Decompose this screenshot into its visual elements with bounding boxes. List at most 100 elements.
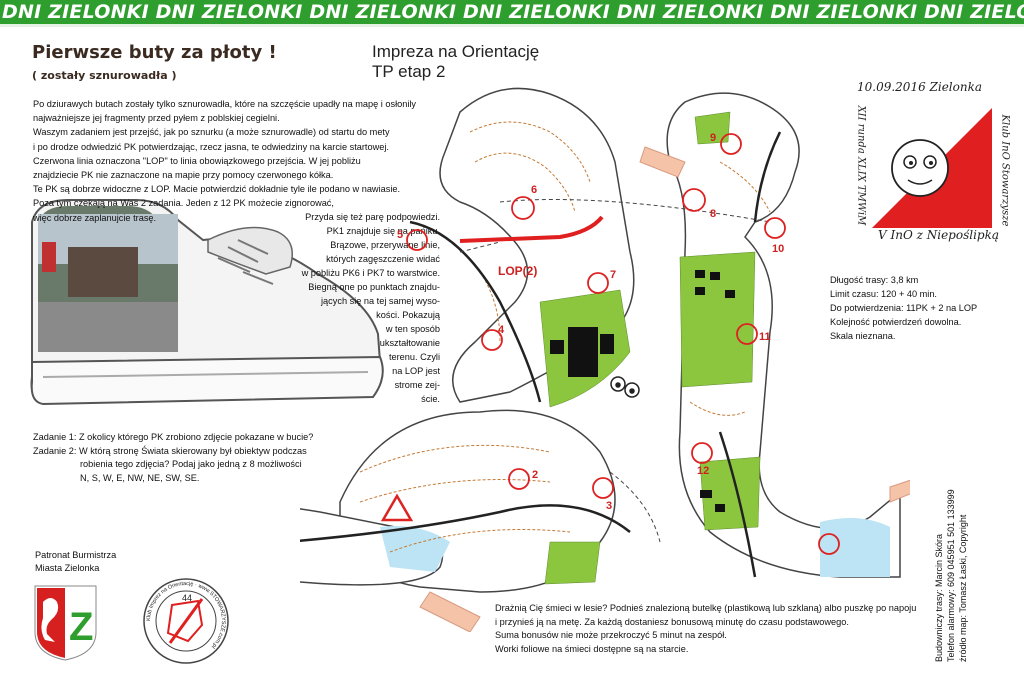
control-circle-9 [720, 133, 742, 155]
hint-line: terenu. Czyli [388, 352, 440, 362]
orienteering-map: LOP(2) 1 2 3 4 5 6 7 8 9 10 11 12 [300, 87, 910, 632]
intro-line: Te PK są dobrze widoczne z LOP. Macie po… [33, 184, 401, 195]
bonus-line: Suma bonusów nie może przekroczyć 5 minu… [495, 630, 727, 641]
hand-marker [419, 591, 481, 632]
event-title: Impreza na Orientację TP etap 2 [372, 42, 539, 82]
control-label-12: 12 [697, 465, 709, 477]
shoe-laces [217, 239, 274, 285]
lop-label: LOP(2) [498, 264, 537, 278]
hint-line: kości. Pokazują [376, 310, 440, 320]
event-badge [872, 108, 992, 228]
intro-line: znajdziecie PK nie zaznaczone na mapie p… [33, 170, 334, 181]
bonus-text: Drażnią Cię śmieci w lesie? Podnieś znal… [495, 602, 916, 656]
building [695, 287, 705, 295]
control-circle-12 [691, 442, 713, 464]
badge-left-text: XII runda XLIX TMWiM [855, 105, 867, 226]
control-circle-2 [508, 468, 530, 490]
badge-date: 10.09.2016 Zielonka [857, 80, 983, 94]
green-block [694, 111, 731, 145]
hint-line: Biegną one po punktach znajdu- [308, 282, 440, 292]
club-logo-needle [168, 598, 204, 644]
control-circle-10 [764, 217, 786, 239]
control-label-3: 3 [606, 500, 612, 512]
hint-line: strome zej- [394, 380, 440, 390]
event-title-line1: Impreza na Orientację [372, 42, 540, 61]
intro-line: najważniejsze jej fragmenty przed pyłem … [33, 113, 280, 124]
top-banner: DNI ZIELONKI DNI ZIELONKI DNI ZIELONKI D… [0, 0, 1024, 25]
crest-letter: Z [69, 605, 93, 649]
hint-line: których zagęszczenie widać [326, 254, 440, 264]
patron-line: Patronat Burmistrza [35, 550, 117, 560]
building [725, 290, 735, 298]
control-label-9: 9 [710, 132, 716, 144]
control-label-2: 2 [532, 469, 538, 481]
building [710, 272, 720, 280]
patron-text: Patronat Burmistrza Miasta Zielonka [35, 549, 116, 575]
building [550, 340, 564, 354]
info-line: Do potwierdzenia: 11PK + 2 na LOP [830, 303, 978, 313]
control-circle-4 [481, 329, 503, 351]
control-label-8: 8 [710, 208, 716, 220]
buildings [550, 270, 735, 512]
intro-line: Po dziurawych butach zostały tylko sznur… [33, 99, 417, 109]
crest-eagle [41, 598, 59, 642]
shoe-sole [30, 355, 384, 406]
control-label-4: 4 [498, 324, 505, 336]
control-circle-11 [736, 323, 758, 345]
control-label-5: 5 [397, 229, 403, 241]
hint-line: w ten sposób [385, 324, 440, 334]
patron-line: Miasta Zielonka [35, 563, 100, 573]
building [568, 327, 598, 377]
green-block [679, 251, 756, 388]
control-label-7: 7 [610, 269, 616, 281]
hint-line: jących się na tej samej wyso- [321, 296, 440, 306]
info-line: Skala nieznana. [830, 331, 896, 341]
club-logo: 44 Klub Imprez na Orientację · www.STOWA… [143, 578, 229, 664]
badge-bottom-text: V InO z Niepoślipką [878, 228, 1000, 242]
info-line: Limit czasu: 120 + 40 min. [830, 289, 937, 299]
paths [459, 199, 771, 543]
task-line: robienia tego zdjęcia? Podaj jako jedną … [80, 459, 302, 469]
building [695, 270, 705, 278]
task-line: Zadanie 1: Z okolicy którego PK zrobiono… [33, 432, 314, 442]
banner-text: DNI ZIELONKI DNI ZIELONKI DNI ZIELONKI D… [2, 1, 1024, 23]
water [380, 526, 450, 572]
shoe-sole-stripe [42, 371, 369, 378]
intro-text: Po dziurawych butach zostały tylko sznur… [33, 97, 458, 225]
roads [300, 131, 782, 578]
hand-marker [639, 146, 686, 178]
photo-red-light [42, 242, 56, 272]
water [820, 518, 890, 577]
intro-line: Czerwona linia oznaczona "LOP" to linia … [33, 155, 361, 166]
hint-line: Przyda się też parę podpowiedzi. [305, 212, 440, 222]
hint-line: na LOP jest [392, 366, 440, 376]
start-triangle [380, 493, 414, 522]
control-circle-6 [511, 196, 535, 220]
lop-line [459, 215, 604, 243]
bonus-line: Worki foliowe na śmieci dostępne są na s… [495, 643, 689, 654]
hint-line: ukształtowanie [379, 338, 440, 348]
hand-marker [889, 479, 910, 503]
page-subtitle: ( zostały sznurowadła ) [32, 69, 177, 82]
building [600, 334, 614, 354]
hand-markers [419, 146, 910, 632]
task-line: Zadanie 2: W którą stronę Świata skierow… [33, 445, 307, 456]
intro-line: Waszym zadaniem jest przejść, jak po szn… [33, 127, 390, 138]
info-line: Długość trasy: 3,8 km [830, 275, 919, 285]
hint-line: ście. [421, 394, 440, 404]
credits-line: źródło map: Tomasz Łaski, Copyright [958, 514, 968, 662]
intro-line: i po drodze odwiedzić PK potwierdzając, … [33, 141, 389, 152]
credits-line: Telefon alarmowy: 609 045951 501 133999 [946, 489, 956, 662]
club-logo-number: 44 [182, 593, 192, 603]
page-title: Pierwsze buty za płoty ! [32, 42, 277, 63]
course-info: Długość trasy: 3,8 km Limit czasu: 120 +… [830, 273, 977, 343]
photo-house [68, 247, 138, 297]
control-circle-8 [682, 188, 706, 212]
bonus-line: i przynieś ją na metę. Za każdą dostanie… [495, 616, 849, 627]
photo-road [38, 302, 178, 352]
task-line: N, S, W, E, NW, NE, SW, SE. [80, 472, 200, 483]
hint-line: w pobliżu PK6 i PK7 to warstwice. [301, 268, 440, 278]
bonus-line: Drażnią Cię śmieci w lesie? Podnieś znal… [495, 603, 917, 613]
shoe-tongue [207, 226, 293, 275]
hint-line: PK1 znajduje się na pańiku. [326, 226, 440, 236]
